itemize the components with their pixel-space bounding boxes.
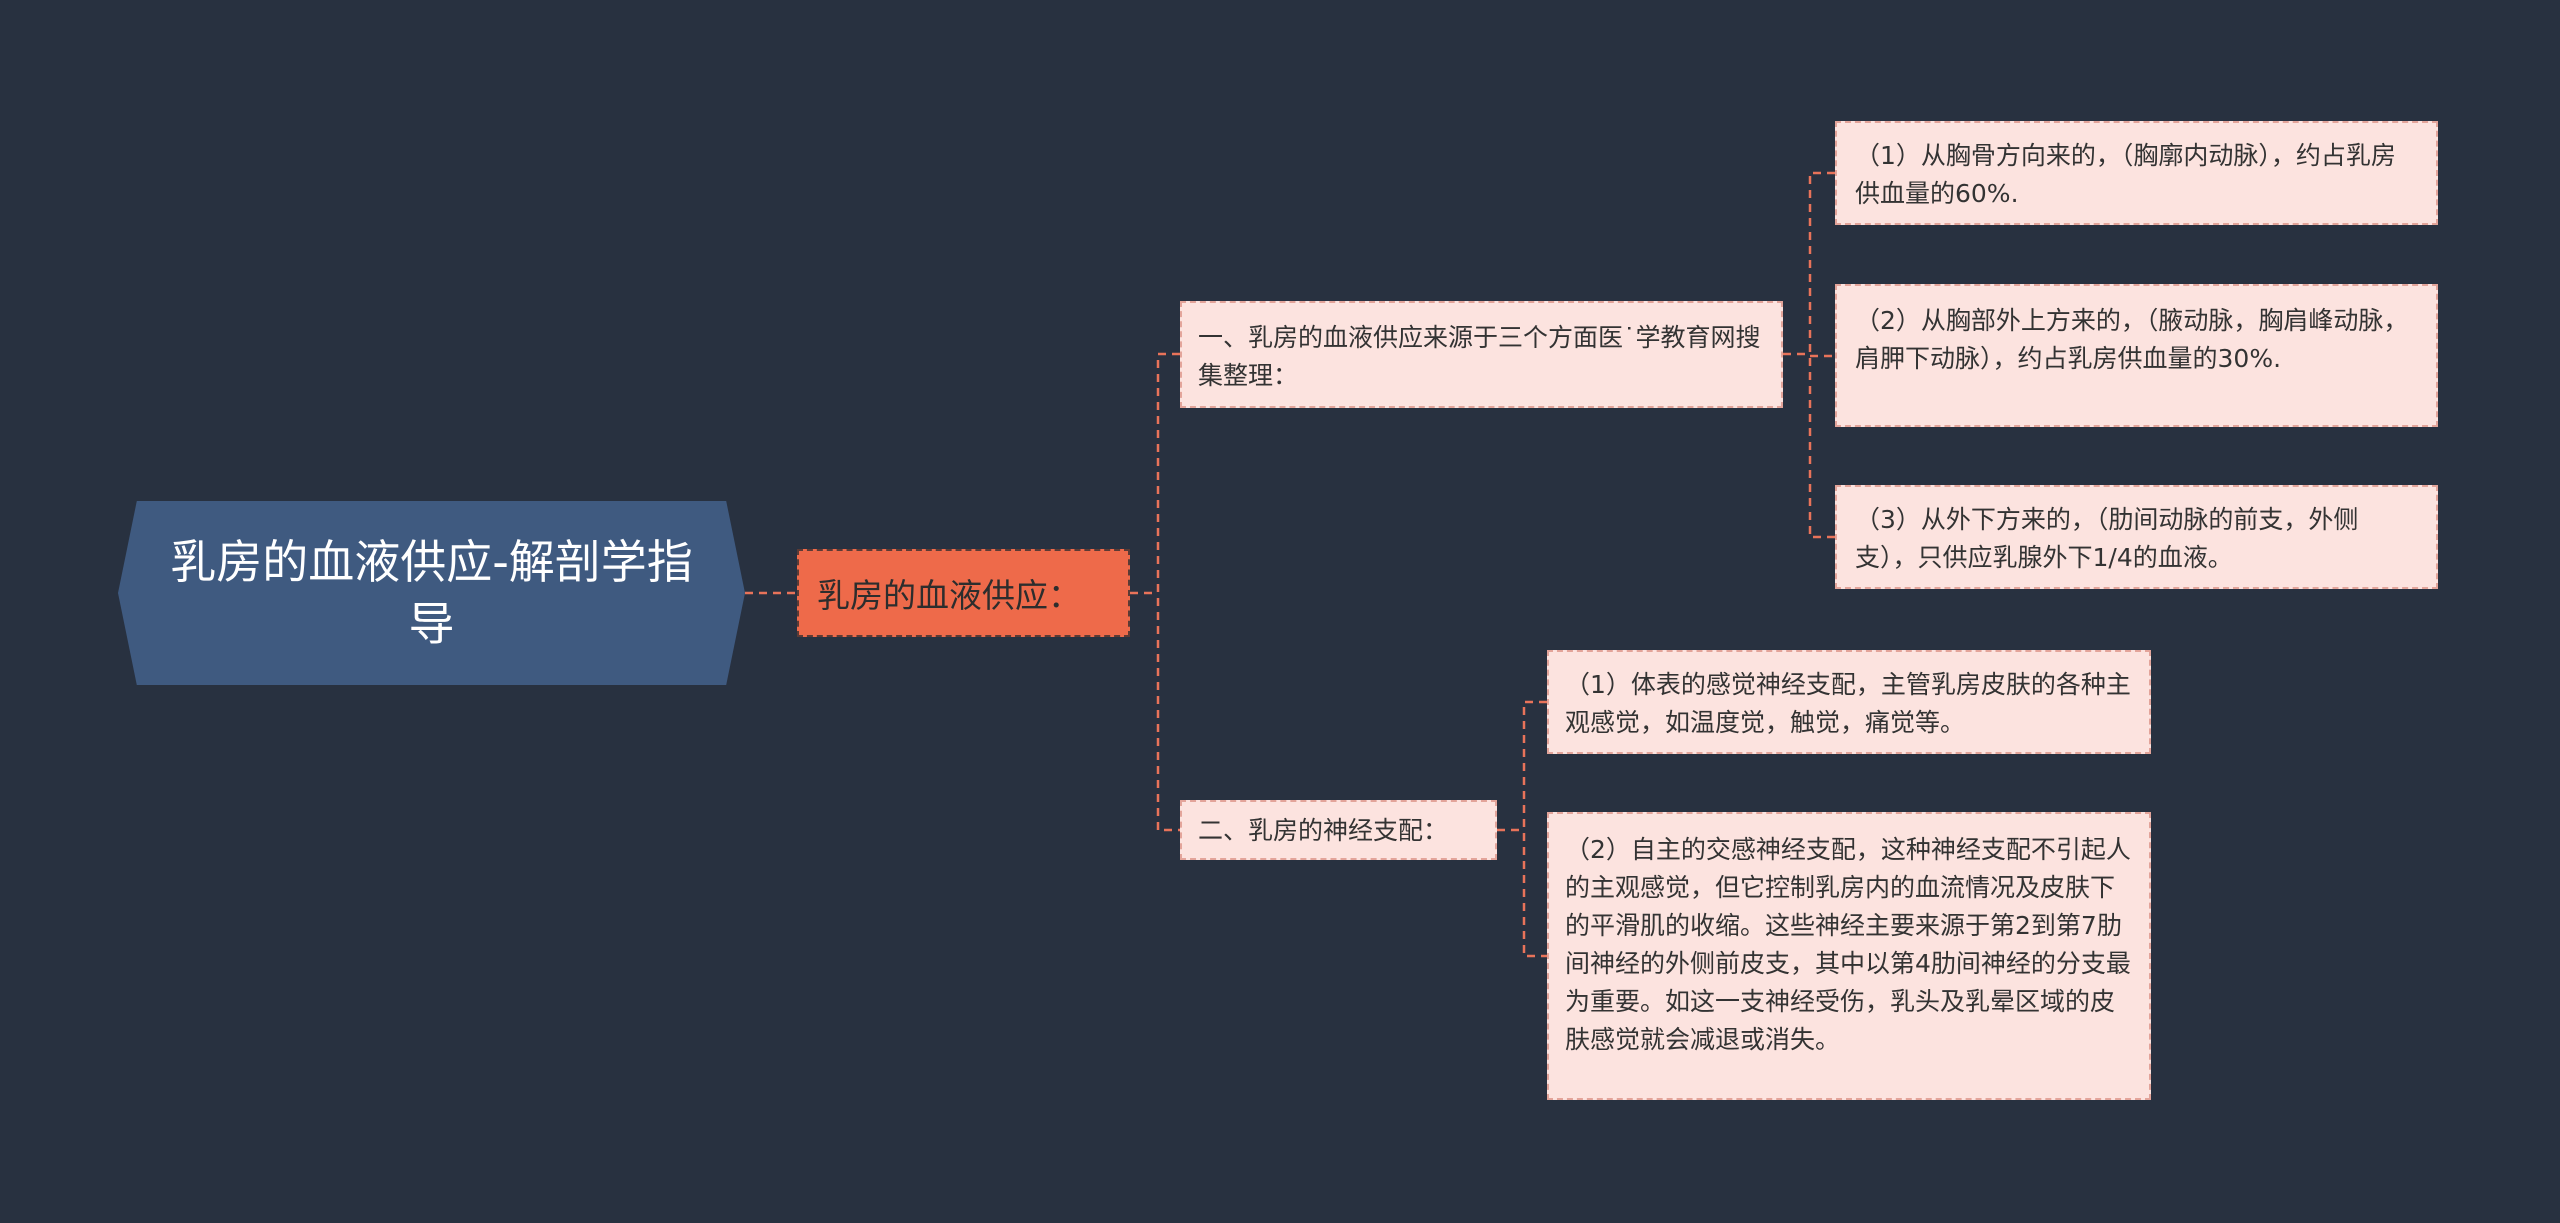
leaf-label: （2）自主的交感神经支配，这种神经支配不引起人的主观感觉，但它控制乳房内的血流情… [1565,835,2131,1054]
leaf-node[interactable]: （1）从胸骨方向来的，（胸廓内动脉），约占乳房供血量的60%. [1835,121,2438,225]
root-node[interactable]: 乳房的血液供应-解剖学指导 [118,501,745,685]
branch-blood-supply[interactable]: 一、乳房的血液供应来源于三个方面医˙学教育网搜集整理： [1180,301,1783,408]
main-topic-label: 乳房的血液供应： [817,576,1081,615]
root-label: 乳房的血液供应-解剖学指导 [170,535,693,651]
leaf-label: （1）从胸骨方向来的，（胸廓内动脉），约占乳房供血量的60%. [1855,141,2396,208]
leaf-label: （1）体表的感觉神经支配，主管乳房皮肤的各种主观感觉，如温度觉，触觉，痛觉等。 [1565,670,2131,737]
leaf-label: （3）从外下方来的，（肋间动脉的前支，外侧支），只供应乳腺外下1/4的血液。 [1855,505,2359,572]
leaf-node[interactable]: （3）从外下方来的，（肋间动脉的前支，外侧支），只供应乳腺外下1/4的血液。 [1835,485,2438,589]
branch-nerve-supply-label: 二、乳房的神经支配： [1198,816,1449,845]
connector-branch2-leaves [1522,700,1547,958]
main-topic-node[interactable]: 乳房的血液供应： [797,549,1130,637]
branch-blood-supply-label: 一、乳房的血液供应来源于三个方面医˙学教育网搜集整理： [1198,323,1761,390]
leaf-node[interactable]: （2）从胸部外上方来的，（腋动脉，胸肩峰动脉，肩胛下动脉），约占乳房供血量的30… [1835,284,2438,427]
connector-main-branches [1156,352,1180,832]
leaf-node[interactable]: （2）自主的交感神经支配，这种神经支配不引起人的主观感觉，但它控制乳房内的血流情… [1547,812,2151,1100]
leaf-label: （2）从胸部外上方来的，（腋动脉，胸肩峰动脉，肩胛下动脉），约占乳房供血量的30… [1855,306,2409,373]
branch-nerve-supply[interactable]: 二、乳房的神经支配： [1180,800,1497,860]
leaf-node[interactable]: （1）体表的感觉神经支配，主管乳房皮肤的各种主观感觉，如温度觉，触觉，痛觉等。 [1547,650,2151,754]
